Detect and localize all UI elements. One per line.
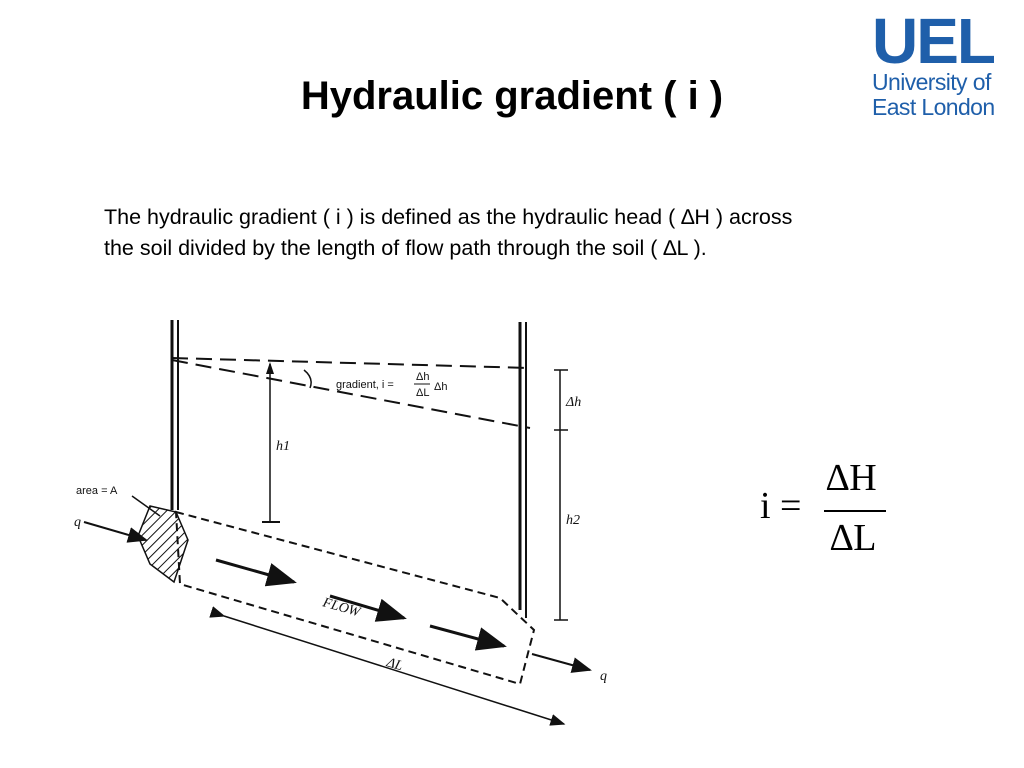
label-h1: h1 [276,439,290,454]
label-h2: h2 [566,513,580,528]
formula-lhs: i = [760,485,802,527]
slide-title: Hydraulic gradient ( i ) [300,74,724,118]
dl-dimension-line [209,606,566,726]
uel-logo: UEL University of East London [872,5,1017,122]
formula-numerator: ∆H [826,457,877,499]
hydraulic-gradient-diagram: area = A q q gradient, i = Δh ΔL Δh Δh h… [60,300,680,740]
logo-mark: UEL [872,5,996,77]
label-gradient-den: ΔL [416,387,429,399]
label-area: area = A [76,485,118,497]
gradient-line [171,359,531,429]
label-gradient: gradient, i = [336,379,394,391]
flow-arrow-1 [215,558,297,587]
formula-denominator: ∆L [830,517,877,559]
head-level-line [171,357,531,369]
area-leader-line [131,495,161,517]
label-dl: ΔL [384,655,405,674]
formula-fraction-bar [824,510,886,512]
label-q-out: q [600,669,607,684]
gradient-formula: i = ∆H ∆L [760,456,900,566]
label-gradient-tail: Δh [434,381,447,393]
definition-text: The hydraulic gradient ( i ) is defined … [104,202,964,264]
logo-line-2: East London [872,94,995,120]
inflow-arrow [83,521,148,543]
definition-line-2: the soil divided by the length of flow p… [104,236,707,260]
gradient-angle-arc [303,369,312,389]
right-standpipe [518,322,527,618]
label-q-in: q [74,515,81,530]
label-gradient-num: Δh [416,371,429,383]
label-dh: Δh [565,395,581,410]
outflow-arrow [531,653,592,673]
flow-arrow-3 [429,624,507,651]
left-standpipe [170,320,179,510]
logo-line-1: University of [872,69,991,95]
specimen-hatched-face [137,505,189,584]
definition-line-1: The hydraulic gradient ( i ) is defined … [104,205,793,229]
